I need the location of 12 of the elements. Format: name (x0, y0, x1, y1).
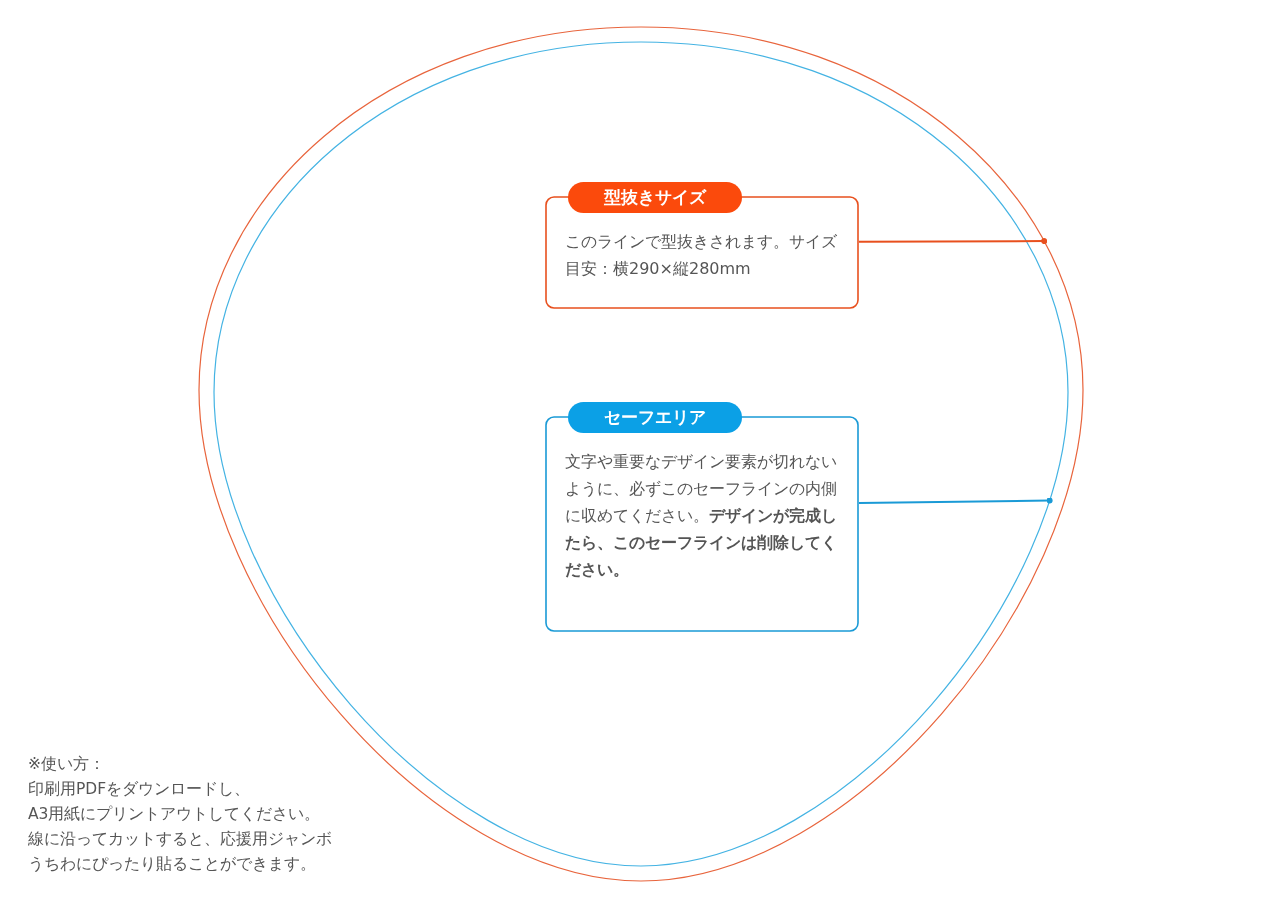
usage-note: A3用紙にプリントアウトしてください。 (28, 804, 321, 825)
callout-box (545, 402, 859, 632)
callout-text: 文字や重要なデザイン要素が切れないように、必ずこのセーフラインの内側に収めてください。デザインが完成したら、このセーフラインは削除してください。 (565, 451, 838, 581)
callout-heading: 型抜きサイズ (568, 182, 742, 213)
leader-line (858, 238, 1048, 245)
usage-note: 線に沿ってカットすると、応援用ジャンボうちわにぴったり貼ることができます。 (28, 829, 333, 875)
leader-line (858, 497, 1053, 504)
usage-note: 印刷用PDFをダウンロードし、 (28, 779, 251, 800)
usage-note: ※使い方： (28, 754, 105, 775)
callout-heading: セーフエリア (568, 402, 742, 433)
callout-text: このラインで型抜きされます。サイズ目安：横290×縦280mm (565, 231, 838, 280)
callout-box (545, 182, 859, 309)
